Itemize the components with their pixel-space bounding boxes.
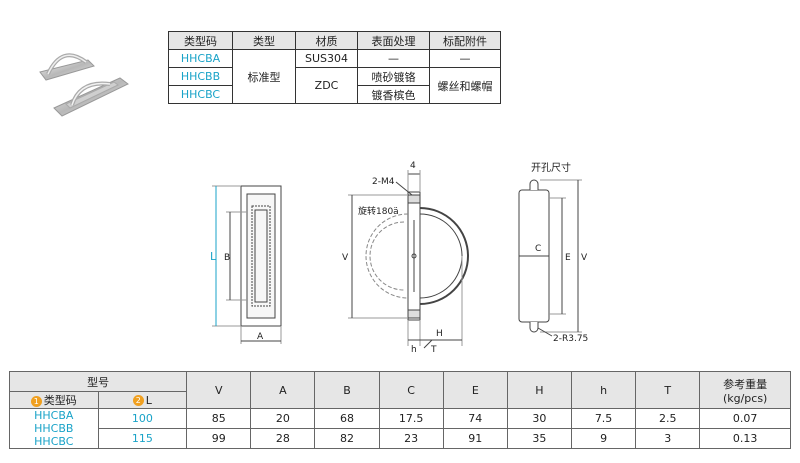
dims-cell: 9 — [570, 428, 637, 449]
dims-col-H: H — [506, 371, 573, 409]
dims-cell: 85 — [186, 408, 252, 429]
dims-col-E: E — [442, 371, 508, 409]
spec-accessory-cell: 螺丝和螺帽 — [429, 67, 501, 104]
dim-label-C: C — [535, 244, 541, 254]
spec-code-cell: HHCBB — [168, 67, 233, 86]
dim-label-E: E — [565, 253, 571, 263]
dims-col-h: h — [570, 371, 637, 409]
spec-table: 类型码 类型 材质 表面处理 标配附件 HHCBA 标准型 SUS304 — —… — [168, 31, 501, 104]
dim-label-L: L — [210, 250, 217, 263]
spec-header-material: 材质 — [295, 31, 358, 50]
dims-col-B: B — [314, 371, 380, 409]
dims-cell: 82 — [314, 428, 380, 449]
dims-cell: 23 — [378, 428, 444, 449]
label-radius: 2-R3.75 — [553, 334, 588, 344]
dims-cell: 74 — [442, 408, 508, 429]
dims-col-T: T — [635, 371, 701, 409]
spec-surface-cell: 镀香槟色 — [357, 85, 430, 104]
dims-code: HHCBA — [34, 409, 74, 422]
spec-row: HHCBA 标准型 SUS304 — — — [168, 49, 501, 104]
dim-label-B: B — [224, 253, 230, 263]
dims-code: HHCBC — [34, 435, 74, 448]
dim-label-T: T — [430, 345, 437, 355]
dims-cell: 91 — [442, 428, 508, 449]
dims-subheader-code-label: 类型码 — [43, 394, 77, 407]
technical-drawing: 开孔尺寸 L B A V 2-M4 4 旋转180ä h H T C E V 2… — [210, 161, 588, 355]
dim-label-H: H — [436, 329, 443, 339]
spec-header-surface: 表面处理 — [357, 31, 430, 50]
dim-label-V: V — [342, 253, 349, 263]
label-rotate: 旋转180ä — [358, 205, 399, 217]
spec-code-cell: HHCBC — [168, 85, 233, 104]
dims-cell: 30 — [506, 408, 573, 429]
dims-cell-weight: 0.07 — [699, 408, 791, 429]
badge-2: 2 — [132, 395, 144, 406]
product-photo — [39, 53, 129, 117]
spec-row: HHCBC 镀香槟色 — [168, 85, 501, 104]
spec-accessory-cell: — — [429, 49, 501, 68]
dims-codes-cell: HHCBA HHCBB HHCBC — [9, 408, 99, 449]
dim-label-4: 4 — [410, 161, 416, 171]
spec-code-cell: HHCBA — [168, 49, 233, 68]
cutout-view — [518, 179, 582, 337]
dim-label-h: h — [411, 345, 417, 355]
dims-cell: 68 — [314, 408, 380, 429]
cutout-title: 开孔尺寸 — [531, 161, 571, 174]
spec-surface-cell: 喷砂镀铬 — [357, 67, 430, 86]
dims-col-weight: 参考重量 (kg/pcs) — [699, 371, 791, 409]
spec-material-cell: ZDC — [295, 67, 358, 104]
dims-row: 115 99 28 82 23 91 35 9 3 0.13 — [10, 428, 791, 449]
side-view — [348, 170, 469, 349]
dims-col-V: V — [186, 371, 252, 409]
front-view — [212, 185, 282, 344]
dims-code: HHCBB — [34, 422, 74, 435]
dim-label-V2: V — [581, 253, 588, 263]
spec-header-code: 类型码 — [168, 31, 233, 50]
weight-header-line1: 参考重量 — [723, 377, 768, 391]
dims-cell: 3 — [635, 428, 701, 449]
dims-cell: 20 — [250, 408, 316, 429]
spec-header-type: 类型 — [232, 31, 296, 50]
spec-material-cell: SUS304 — [295, 49, 358, 68]
dims-cell: 7.5 — [570, 408, 637, 429]
spec-surface-cell: — — [357, 49, 430, 68]
dims-cell: 17.5 — [378, 408, 444, 429]
spec-row: HHCBB ZDC 喷砂镀铬 螺丝和螺帽 — [168, 67, 501, 104]
dims-cell: 99 — [186, 428, 252, 449]
weight-header-line2: (kg/pcs) — [722, 391, 768, 405]
dims-cell-L: 100 — [97, 408, 188, 429]
dims-cell: 2.5 — [635, 408, 701, 429]
dims-header-row: 型号 V A B C E H h T 参考重量 (kg/pcs) — [8, 371, 791, 409]
spec-header-accessory: 标配附件 — [429, 31, 501, 50]
dims-col-C: C — [378, 371, 444, 409]
dim-label-A: A — [257, 332, 264, 342]
dims-cell-weight: 0.13 — [699, 428, 791, 449]
label-2-M4: 2-M4 — [372, 177, 395, 187]
dims-cell-L: 115 — [97, 428, 188, 449]
handle-image-2 — [53, 77, 129, 117]
handle-image-1 — [39, 53, 95, 81]
spec-type-cell: 标准型 — [232, 49, 296, 104]
dims-row: HHCBA HHCBB HHCBC 100 85 20 68 17.5 74 3… — [9, 408, 791, 449]
badge-1: 1 — [30, 395, 42, 407]
dims-col-A: A — [250, 371, 316, 409]
dims-cell: 35 — [506, 428, 573, 449]
dims-group-header: 型号 — [8, 371, 188, 392]
spec-header-row: 类型码 类型 材质 表面处理 标配附件 — [168, 31, 501, 50]
dims-cell: 28 — [250, 428, 316, 449]
dims-subheader-L-label: L — [145, 393, 152, 407]
